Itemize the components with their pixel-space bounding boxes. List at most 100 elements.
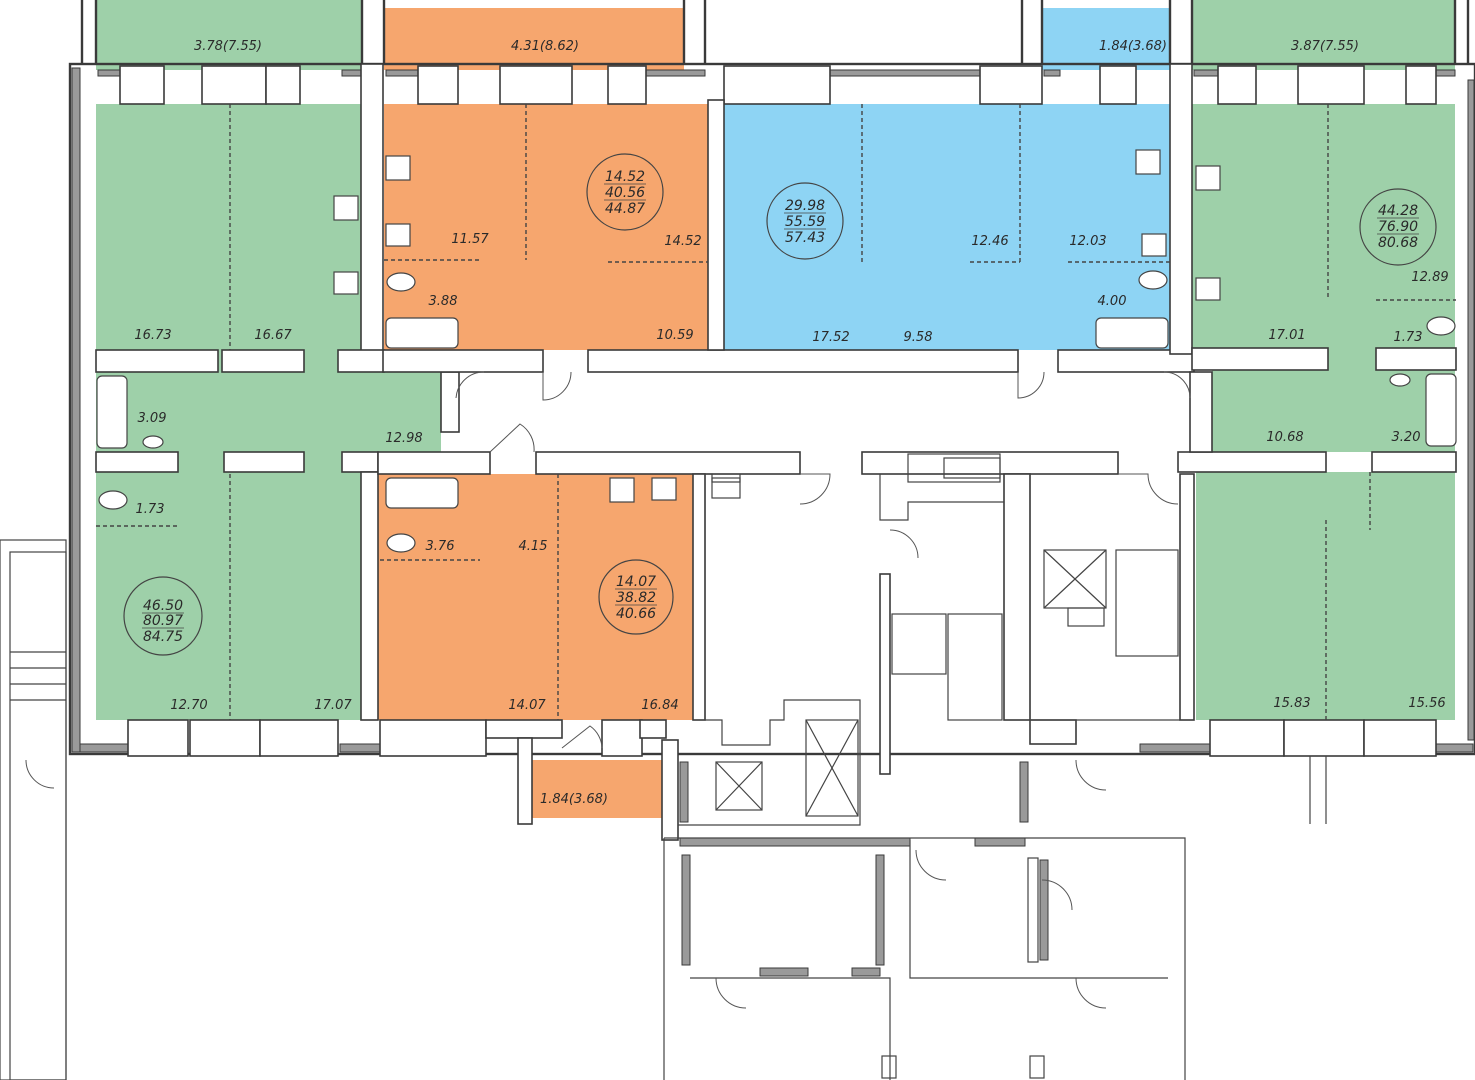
- room-area-label: 12.46: [971, 234, 1008, 249]
- room-fill: [384, 104, 708, 350]
- living-area: 14.52: [605, 169, 645, 185]
- apartment-total-badge: 14.52 40.56 44.87: [586, 153, 664, 231]
- total-area-with-balcony: 84.75: [143, 629, 183, 645]
- sink-icon: [1195, 277, 1221, 301]
- stove-icon: [385, 155, 411, 181]
- windows: [119, 65, 1437, 757]
- room-area-label: 10.68: [1266, 430, 1303, 445]
- room-area-label: 16.67: [254, 328, 292, 343]
- living-area: 46.50: [143, 598, 183, 614]
- room-fill: [1192, 104, 1455, 348]
- room-area-label: 3.20: [1392, 430, 1421, 445]
- balcony-area-label: 1.84(3.68): [540, 792, 608, 807]
- room-fill: [724, 104, 1170, 350]
- room-area-label: 17.52: [812, 330, 849, 345]
- apartment-total-badge: 29.98 55.59 57.43: [766, 182, 844, 260]
- sink-icon: [142, 435, 164, 449]
- balcony-area-label: 3.78(7.55): [194, 39, 262, 54]
- room-area-label: 14.07: [508, 698, 546, 713]
- outer-walls: [68, 0, 1475, 966]
- balcony-fill: [1042, 8, 1170, 70]
- bathtub-icon: [1425, 373, 1457, 447]
- interior-walls: [95, 63, 1457, 841]
- room-area-label: 3.76: [426, 539, 455, 554]
- apartment-top-blue: [724, 8, 1170, 350]
- room-area-label: 1.73: [136, 502, 165, 517]
- sink-icon: [651, 477, 677, 501]
- room-area-label: 12.98: [385, 431, 422, 446]
- room-area-label: 17.07: [314, 698, 352, 713]
- apartment-total-badge: 46.50 80.97 84.75: [123, 576, 203, 656]
- total-area: 76.90: [1378, 219, 1418, 235]
- living-area: 14.07: [616, 574, 656, 590]
- fixtures: [96, 149, 1457, 553]
- total-area-with-balcony: 57.43: [785, 230, 825, 246]
- toilet-icon: [98, 490, 128, 510]
- stair-core: [0, 453, 1327, 1080]
- living-area: 44.28: [1378, 203, 1418, 219]
- room-area-label: 12.89: [1411, 270, 1448, 285]
- apartment-total-badge: 14.07 38.82 40.66: [598, 559, 674, 635]
- apartment-left-green: [96, 0, 441, 720]
- balcony-area-label: 1.84(3.68): [1099, 39, 1167, 54]
- balcony-fill: [384, 8, 684, 70]
- room-area-label: 17.01: [1268, 328, 1305, 343]
- room-fill: [96, 104, 361, 720]
- labels: 3.78(7.55) 16.73 16.67 3.09 12.98 1.73 1…: [123, 39, 1449, 807]
- sink-icon: [1389, 373, 1411, 387]
- room-area-label: 4.15: [519, 539, 548, 554]
- apartment-top-orange: [384, 8, 708, 350]
- room-area-label: 3.88: [429, 294, 458, 309]
- living-area: 29.98: [785, 198, 825, 214]
- room-area-label: 16.84: [641, 698, 678, 713]
- total-area: 80.97: [143, 613, 183, 629]
- balcony-fill: [1192, 0, 1455, 70]
- toilet-icon: [1426, 316, 1456, 336]
- stove-icon: [333, 195, 359, 221]
- balcony-area-label: 3.87(7.55): [1291, 39, 1359, 54]
- room-area-label: 10.59: [656, 328, 693, 343]
- room-area-label: 15.83: [1273, 696, 1310, 711]
- balcony-fill: [532, 760, 662, 818]
- toilet-icon: [386, 272, 416, 292]
- room-area-label: 3.09: [138, 411, 167, 426]
- total-area-with-balcony: 44.87: [605, 201, 645, 217]
- toilet-icon: [386, 533, 416, 553]
- total-area: 38.82: [616, 590, 656, 606]
- stove-icon: [609, 477, 635, 503]
- bathtub-icon: [385, 477, 459, 509]
- doors: [25, 371, 1191, 1009]
- room-area-label: 9.58: [904, 330, 933, 345]
- partitions: [96, 104, 1456, 720]
- bathtub-icon: [385, 317, 459, 349]
- total-area-with-balcony: 40.66: [616, 606, 656, 622]
- room-area-label: 15.56: [1408, 696, 1445, 711]
- room-fill: [1196, 472, 1455, 720]
- total-area: 40.56: [605, 185, 645, 201]
- balcony-fill: [96, 0, 361, 70]
- stove-icon: [1195, 165, 1221, 191]
- stair-flight: [891, 549, 1179, 721]
- room-area-label: 14.52: [664, 234, 701, 249]
- total-area-with-balcony: 80.68: [1378, 235, 1418, 251]
- room-area-label: 16.73: [134, 328, 171, 343]
- toilet-icon: [1138, 270, 1168, 290]
- sink-icon: [333, 271, 359, 295]
- bathtub-icon: [96, 375, 128, 449]
- room-area-label: 11.57: [451, 232, 489, 247]
- sink-icon: [1141, 233, 1167, 257]
- bathtub-icon: [1095, 317, 1169, 349]
- room-area-label: 12.03: [1069, 234, 1106, 249]
- sink-icon: [385, 223, 411, 247]
- room-area-label: 4.00: [1098, 294, 1127, 309]
- room-fill: [361, 372, 441, 452]
- total-area: 55.59: [785, 214, 825, 230]
- room-area-label: 1.73: [1394, 330, 1423, 345]
- stove-icon: [1135, 149, 1161, 175]
- room-fill: [378, 474, 693, 720]
- apartment-bottom-orange: [378, 474, 693, 818]
- balcony-area-label: 4.31(8.62): [511, 39, 579, 54]
- room-area-label: 12.70: [170, 698, 207, 713]
- apartment-total-badge: 44.28 76.90 80.68: [1359, 188, 1437, 266]
